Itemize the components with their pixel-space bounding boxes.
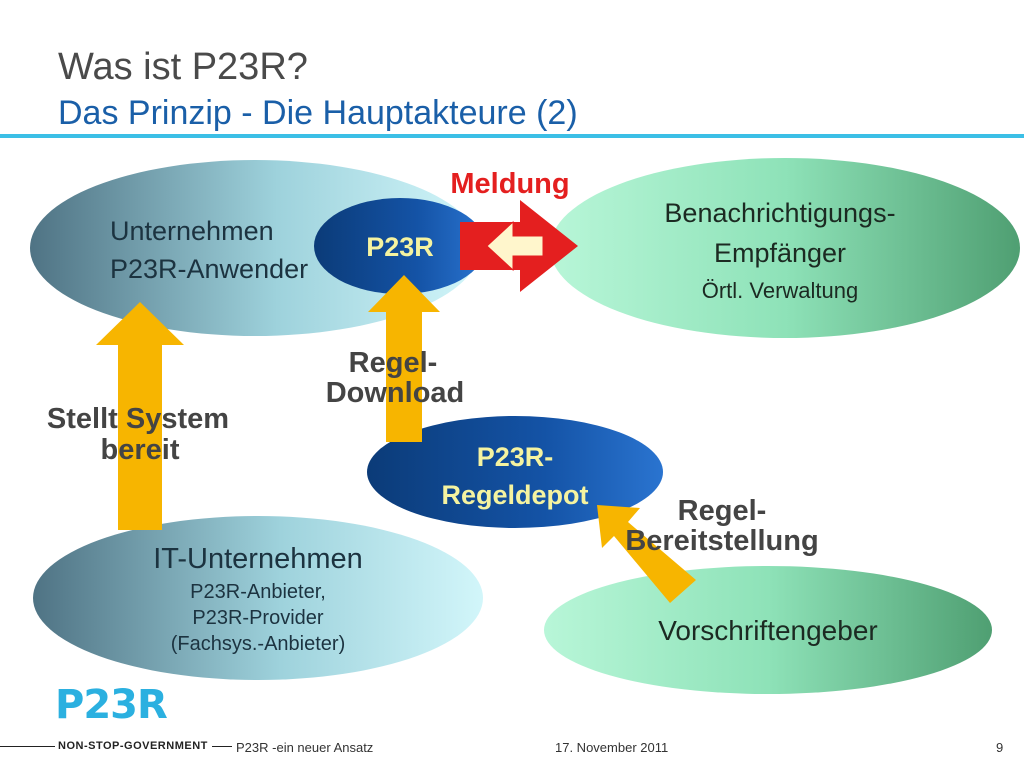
regel-download-label-2: Download [326, 377, 465, 409]
it-unternehmen-line3: P23R-Provider [192, 607, 324, 629]
empfaenger-ellipse [550, 158, 1020, 338]
footer-rule-mid [212, 746, 232, 747]
regel-download-label-1: Regel- [349, 347, 438, 379]
regel-bereitstellung-label-2: Bereitstellung [625, 525, 818, 557]
p23r-logo: P23R [55, 682, 168, 728]
footer-brand: NON-STOP-GOVERNMENT [58, 740, 208, 752]
empfaenger-line3: Örtl. Verwaltung [702, 278, 859, 303]
unternehmen-line1: Unternehmen [110, 216, 274, 246]
slide-subtitle: Das Prinzip - Die Hauptakteure (2) [58, 94, 578, 132]
it-unternehmen-ellipse [33, 516, 483, 680]
it-unternehmen-line2: P23R-Anbieter, [190, 581, 326, 603]
footer-page-number: 9 [996, 740, 1004, 755]
regeldepot-ellipse [367, 416, 663, 528]
it-unternehmen-line4: (Fachsys.-Anbieter) [171, 633, 346, 655]
stellt-system-arrow [96, 302, 184, 530]
empfaenger-line2: Empfänger [714, 238, 846, 268]
footer-title: P23R -ein neuer Ansatz [236, 740, 374, 755]
title-divider [0, 134, 1024, 138]
vorschriftengeber-ellipse [544, 566, 992, 694]
unternehmen-line2: P23R-Anwender [110, 254, 308, 284]
regel-download-arrow [368, 275, 440, 442]
footer-rule-left [0, 746, 55, 747]
p23r-ellipse [314, 198, 486, 294]
p23r-logo-text: P23R [55, 682, 167, 728]
slide-title: Was ist P23R? [58, 46, 308, 88]
vorschriftengeber-label: Vorschriftengeber [658, 615, 877, 646]
regeldepot-line1: P23R- [477, 442, 554, 472]
regeldepot-line2: Regeldepot [441, 480, 588, 510]
back-arrow-icon [486, 220, 544, 272]
regel-bereitstellung-arrow [597, 505, 696, 603]
stellt-system-label-1: Stellt System [47, 403, 229, 435]
stellt-system-label-2: bereit [101, 434, 180, 466]
meldung-label: Meldung [450, 168, 569, 200]
empfaenger-line1: Benachrichtigungs- [664, 198, 895, 228]
footer-date: 17. November 2011 [555, 740, 669, 755]
it-unternehmen-line1: IT-Unternehmen [153, 543, 363, 575]
regel-bereitstellung-label-1: Regel- [678, 495, 767, 527]
p23r-label: P23R [366, 232, 434, 262]
